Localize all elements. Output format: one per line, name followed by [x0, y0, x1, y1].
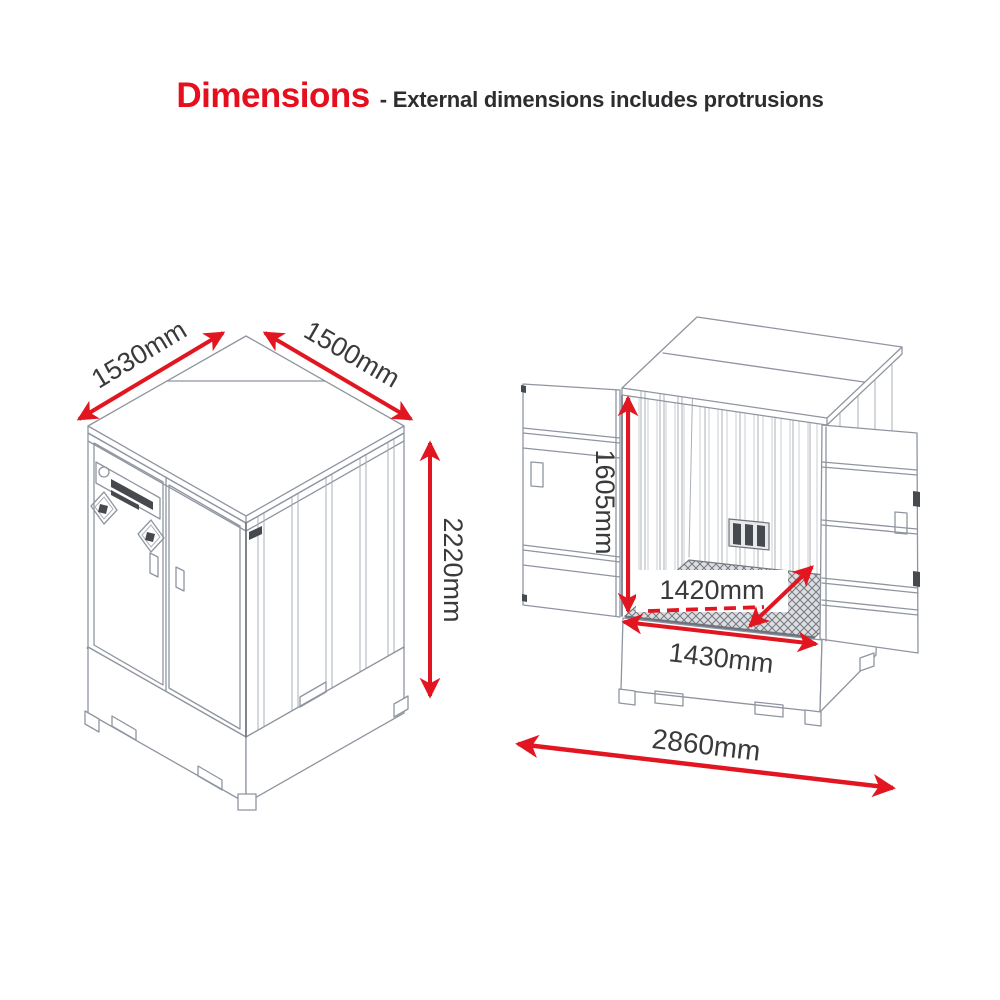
dim-dashed-line-1420 [647, 605, 765, 613]
door-shelf-bracket [530, 461, 544, 488]
brand-label-plate [95, 461, 161, 520]
forklift-pocket [754, 701, 784, 718]
pallet-foot [393, 695, 409, 718]
pallet-foot [804, 709, 822, 727]
dimension-annotations-open: 1605mm 1420mm 1430mm 2860mm [515, 395, 896, 798]
forklift-pocket [111, 715, 137, 741]
interior-back-wall [640, 323, 811, 603]
side-latch [249, 526, 262, 540]
dim-label-2220: 2220mm [438, 517, 468, 622]
title-subtitle: - External dimensions includes protrusio… [379, 87, 824, 112]
dim-arrow-1500 [262, 331, 414, 421]
hinge-mark [522, 594, 527, 602]
right-side-wall-studs [839, 363, 893, 432]
roof-seam [662, 352, 865, 383]
sump-base [84, 646, 409, 811]
title-heading: Dimensions [176, 76, 370, 115]
hinge-mark [521, 385, 526, 393]
open-door-right [819, 424, 920, 654]
dim-arrow-1530 [76, 331, 226, 421]
open-cabinet-drawing: 1605mm 1420mm 1430mm 2860mm [515, 316, 920, 798]
page-title: Dimensions - External dimensions includes… [0, 76, 1000, 116]
door-shelf-bracket [894, 511, 908, 535]
pallet-foot [237, 793, 257, 811]
pallet-foot [618, 688, 636, 706]
pallet-foot [859, 652, 875, 672]
dim-label-1420: 1420mm [659, 575, 764, 605]
right-door [168, 484, 241, 730]
cabinet-side-panels [257, 438, 395, 731]
hazard-diamond-icon-1 [90, 491, 118, 525]
dim-arrow-1430 [621, 613, 819, 653]
cabinet-front-doors [93, 442, 241, 730]
forklift-pocket [197, 765, 223, 791]
brand-logo-icon [98, 466, 110, 478]
door-latch [913, 571, 920, 587]
pallet-foot [84, 710, 100, 733]
door-handle-right [175, 566, 185, 592]
closed-cabinet-drawing: 1530mm 1500mm 2220mm [76, 314, 468, 811]
hazard-diamond-icon-2 [137, 519, 165, 553]
open-door-left [521, 383, 621, 618]
dim-label-1605: 1605mm [590, 449, 620, 554]
dim-arrow-2860 [515, 734, 896, 798]
left-door [93, 442, 164, 686]
forklift-pocket [299, 681, 327, 708]
forklift-pocket [654, 690, 684, 707]
door-handle-left [149, 552, 159, 578]
door-latch [913, 491, 920, 507]
vent-grille [728, 518, 770, 551]
